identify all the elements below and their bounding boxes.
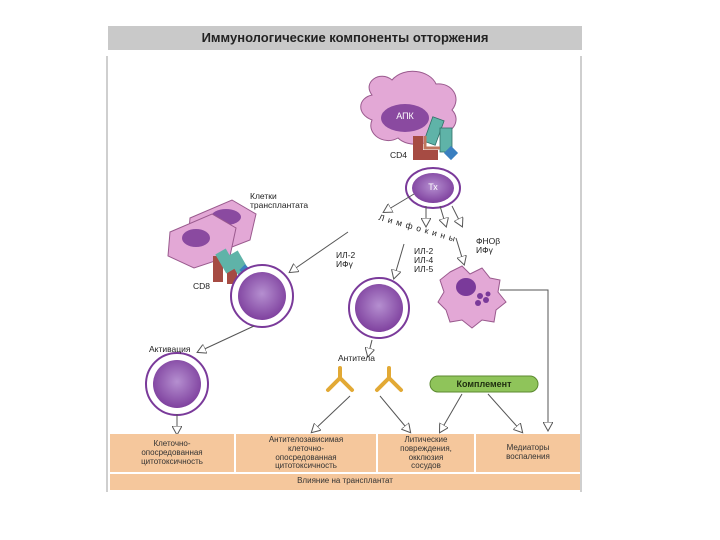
effect-box-1-line-2: опосредованная [141,447,203,457]
b-cell [348,277,410,339]
effect-box-1 [110,434,234,472]
graft-cells-line-1: Клетки [250,191,277,201]
apc-receptor [423,116,459,161]
macrophage-cell [437,265,507,329]
effect-box-2-line-3: опосредованная [275,452,337,462]
effect-box-1-line-1: Клеточно- [153,439,191,448]
cd4-receptor [413,136,440,160]
title-band [108,26,582,50]
effect-box-4-line-2: воспаления [506,451,550,461]
cd8-label: CD8 [193,281,211,291]
th-label: Тх [428,182,438,192]
effect-box-2-text: Антителозависимая клеточно- опосредованн… [236,435,376,471]
complement-pill [429,375,539,393]
antibody-right [375,366,403,392]
graft-cells-line-2: трансплантата [250,199,309,210]
activation-label: Активация [149,344,191,354]
effect-box-4-text: Медиаторы воспаления [476,443,580,462]
right-frame-line [580,56,582,492]
effect-box-3-text: Литические повреждения, окклюзия сосудов [378,435,474,471]
effect-box-3 [378,434,474,472]
footer-label: Влияние на трансплантат [297,476,393,485]
effect-box-1-line-3: цитотоксичность [141,456,203,466]
effect-box-2-line-1: Антителозависимая [268,435,344,444]
graft-cells-label: Клетки трансплантата [250,192,308,210]
effect-box-2-line-2: клеточно- [288,443,324,453]
effect-box-1-text: Клеточно- опосредованная цитотоксичность [110,439,234,466]
effect-box-2 [236,434,376,472]
il-group-line-3: ИЛ-5 [414,263,434,274]
arrows [177,193,548,434]
left-frame-line [106,56,108,492]
effect-box-2-line-4: цитотоксичность [275,461,337,471]
effect-box-4-line-1: Медиаторы [506,443,550,452]
graft-cells [167,199,257,269]
tnf-ifn-label: ФНОβ ИФγ [476,237,500,255]
antibodies-label: Антитела [338,353,375,363]
il-group-label: ИЛ-2 ИЛ-4 ИЛ-5 [414,247,433,274]
effect-boxes [110,434,580,490]
il2-ifn-line-2: ИФγ [336,258,353,269]
il-group-line-2: ИЛ-4 [414,254,434,265]
th-cell [405,167,461,209]
effect-box-3-line-4: сосудов [411,461,441,471]
complement-label: Комплемент [456,379,512,389]
effect-box-3-line-3: окклюзия [408,452,444,462]
diagram-title: Иммунологические компоненты отторжения [201,30,489,45]
antibody-left [326,366,354,392]
cd4-label: CD4 [390,150,408,160]
il2-ifn-label: ИЛ-2 ИФγ [336,251,355,269]
il2-ifn-line-1: ИЛ-2 [336,250,356,260]
tnf-ifn-line-1: ФНОβ [476,236,501,246]
il-group-line-1: ИЛ-2 [414,246,434,256]
footer-box [110,474,580,490]
tnf-ifn-line-2: ИФγ [476,244,493,255]
effect-box-3-line-1: Литические [404,435,448,444]
apc-label: АПК [396,111,414,121]
effect-box-3-line-2: повреждения, [400,443,452,453]
activated-cell [145,352,209,416]
effect-box-4 [476,434,580,472]
cd8-cell [230,264,294,328]
